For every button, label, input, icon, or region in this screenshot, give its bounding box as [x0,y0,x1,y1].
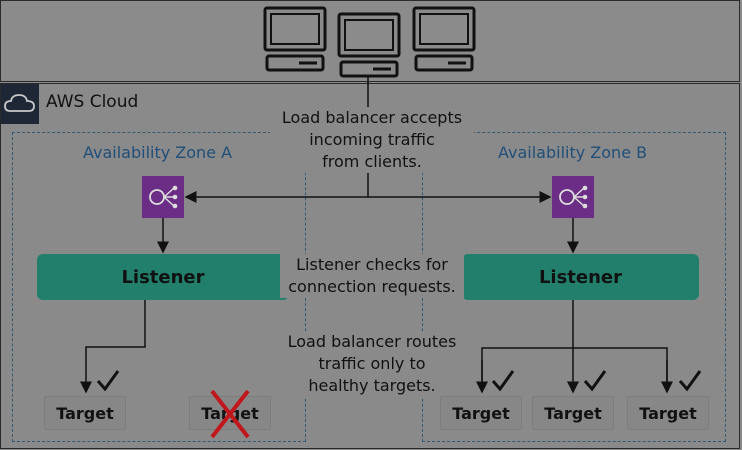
checkmark-icon [583,370,607,392]
note-listener: Listener checks for connection requests. [280,254,464,298]
note-routes-line: traffic only to [318,354,426,373]
note-accepts-line: incoming traffic [309,130,435,149]
load-balancer-icon [559,185,588,209]
target-b2: Target [532,396,614,430]
listener-a-to-target [80,300,146,394]
cloud-title: AWS Cloud [46,92,139,112]
cloud-badge [1,84,39,124]
cloud-icon [4,94,35,112]
note-accepts-line: from clients. [322,152,422,171]
target-b3: Target [627,396,709,430]
note-routes-line: healthy targets. [308,376,436,395]
desktop-computer-icon [412,6,476,72]
note-listener-line: Listener checks for [296,255,448,274]
desktop-computer-icon [337,12,401,78]
load-balancer-icon [149,185,178,209]
note-accepts: Load balancer accepts incoming traffic f… [270,107,474,173]
load-balancer-b [552,176,594,218]
target-b1: Target [440,396,522,430]
target-a1: Target [44,396,126,430]
checkmark-icon [678,370,702,392]
desktop-computer-icon [263,6,327,72]
note-accepts-line: Load balancer accepts [281,108,463,127]
note-routes: Load balancer routes traffic only to hea… [276,331,468,397]
aws-cloud-container [0,83,740,449]
zone-a-label: Availability Zone A [77,143,239,162]
note-routes-line: Load balancer routes [287,332,457,351]
note-listener-line: connection requests. [288,277,456,296]
checkmark-icon [96,370,120,392]
listener-a: Listener [37,254,289,300]
listener-b: Listener [462,254,699,300]
checkmark-icon [491,370,515,392]
load-balancer-a [142,176,184,218]
clients-group [263,6,476,78]
zone-b-label: Availability Zone B [492,143,654,162]
red-x-icon [210,389,250,439]
